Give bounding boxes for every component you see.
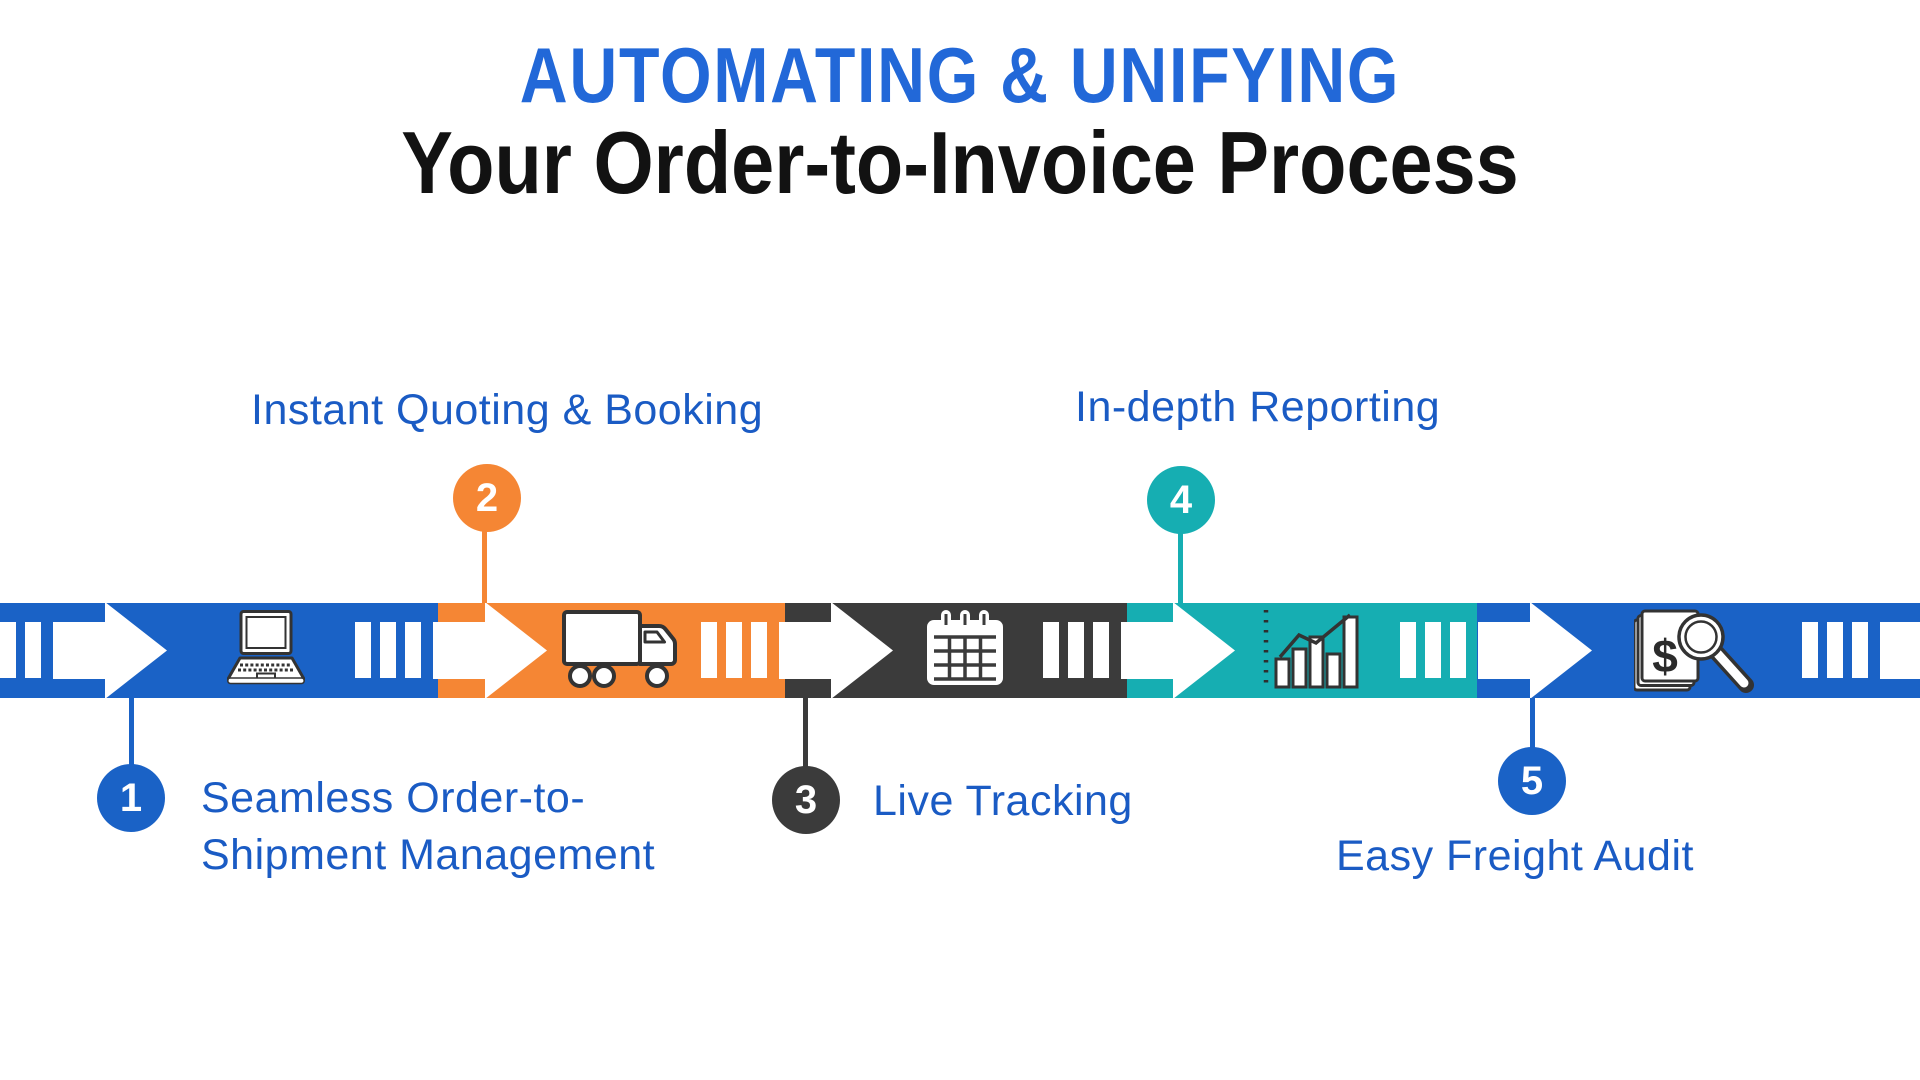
- flow-bar: [1400, 622, 1416, 678]
- laptop-icon: [227, 610, 305, 685]
- flow-bar: [1450, 622, 1466, 678]
- flow-bar: [25, 622, 41, 678]
- flow-bar: [380, 622, 396, 678]
- truck-icon: [562, 610, 677, 688]
- step5-badge: 5: [1498, 747, 1566, 815]
- step1-label-line1: Seamless Order-to-: [201, 774, 586, 822]
- flow-arrow-icon: [779, 602, 893, 699]
- flow-bar: [0, 622, 16, 678]
- step4-stem: [1178, 530, 1183, 603]
- flow-bar: [355, 622, 371, 678]
- flow-bar: [1093, 622, 1109, 678]
- flow-arrow-icon: [53, 602, 167, 699]
- step2-badge: 2: [453, 464, 521, 532]
- step2-stem: [482, 530, 487, 603]
- step4-label: In-depth Reporting: [1075, 383, 1441, 431]
- title-line1: AUTOMATING & UNIFYING: [519, 31, 1401, 119]
- flow-bar: [1852, 622, 1868, 678]
- flow-bar: [1425, 622, 1441, 678]
- step3-stem: [803, 698, 808, 770]
- svg-text:$: $: [1652, 630, 1678, 682]
- flow-arrow-icon: [433, 602, 547, 699]
- flow-bar: [405, 622, 421, 678]
- calendar-icon: [927, 610, 1003, 685]
- step5-label: Easy Freight Audit: [1336, 832, 1694, 880]
- step1-label-line2: Shipment Management: [201, 831, 656, 879]
- process-band: $: [0, 602, 1920, 699]
- step3-label: Live Tracking: [873, 777, 1133, 825]
- flow-arrow-icon: [1880, 622, 1920, 679]
- step3-badge: 3: [772, 766, 840, 834]
- step4-badge: 4: [1147, 466, 1215, 534]
- flow-bar: [1802, 622, 1818, 678]
- step1-stem: [129, 698, 134, 768]
- step5-stem: [1530, 698, 1535, 752]
- step2-label: Instant Quoting & Booking: [251, 386, 764, 434]
- flow-bar: [701, 622, 717, 678]
- flow-bar: [1827, 622, 1843, 678]
- freight-audit-icon: $: [1634, 609, 1754, 693]
- step1-badge: 1: [97, 764, 165, 832]
- flow-bar: [751, 622, 767, 678]
- flow-arrow-icon: [1121, 602, 1235, 699]
- bar-chart-icon: [1263, 610, 1359, 689]
- flow-bar: [1068, 622, 1084, 678]
- flow-bar: [726, 622, 742, 678]
- step1-label: Seamless Order-to- Shipment Management: [201, 770, 655, 884]
- flow-bar: [1043, 622, 1059, 678]
- flow-arrow-icon: [1478, 602, 1592, 699]
- title-line2: Your Order-to-Invoice Process: [401, 113, 1519, 212]
